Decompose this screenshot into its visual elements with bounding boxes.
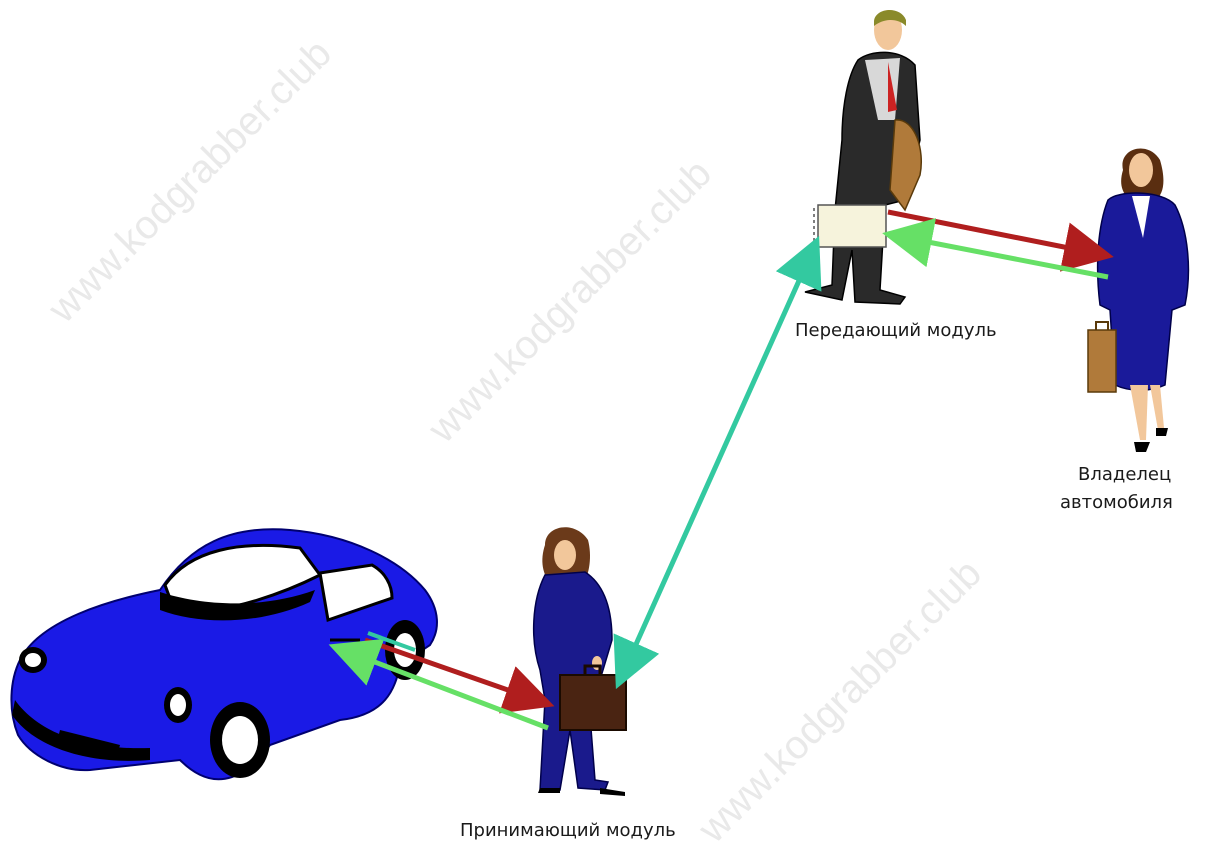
transmitter-module-device bbox=[814, 205, 886, 247]
car-owner-person-illustration bbox=[1088, 149, 1188, 452]
signal-arrow-transmitter-to-owner bbox=[888, 212, 1104, 255]
car-illustration bbox=[11, 529, 437, 779]
receiver-module-label: Принимающий модуль bbox=[460, 818, 676, 844]
relay-link-arrow bbox=[620, 245, 815, 680]
transmitter-module-label: Передающий модуль bbox=[795, 318, 997, 344]
receiver-person-illustration bbox=[534, 527, 625, 796]
receiver-module-briefcase bbox=[560, 666, 626, 730]
car-owner-label-line1: Владелец bbox=[1078, 462, 1171, 488]
signal-arrow-owner-to-transmitter bbox=[892, 235, 1108, 277]
car-owner-label-line2: автомобиля bbox=[1060, 490, 1173, 516]
transmitter-person-illustration bbox=[805, 10, 921, 304]
